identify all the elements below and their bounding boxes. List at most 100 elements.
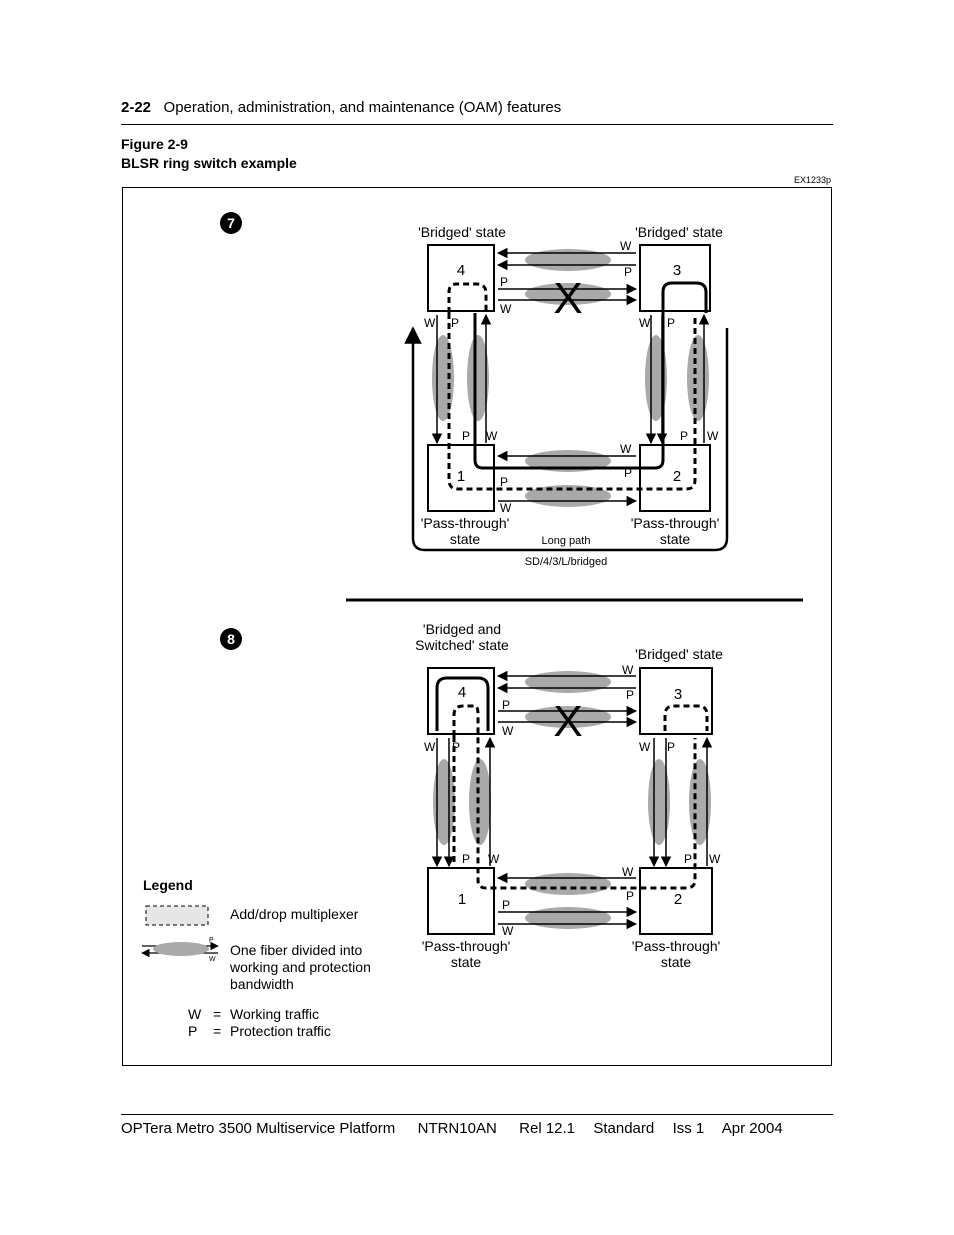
state-label-1-line1: 'Pass-through' — [421, 515, 510, 531]
legend-p-eq: = — [213, 1023, 221, 1039]
state-label-2-line1: 'Pass-through' — [631, 515, 720, 531]
svg-text:P: P — [209, 937, 214, 944]
state-label-1-line2: state — [451, 954, 482, 970]
step-badge-7: 7 — [220, 212, 242, 234]
svg-text:1: 1 — [458, 891, 466, 908]
adm-node-1: 1 — [427, 444, 495, 512]
svg-text:W: W — [622, 663, 634, 677]
svg-text:P: P — [500, 475, 508, 489]
section-title: Operation, administration, and maintenan… — [163, 99, 562, 116]
diagram-8: 8 'Bridged and Switched' state 'Bridged'… — [220, 621, 723, 970]
span-4-3 — [496, 670, 638, 728]
span-3-2 — [648, 736, 713, 868]
svg-text:W: W — [620, 239, 632, 253]
svg-text:8: 8 — [227, 631, 235, 647]
state-label-1-line1: 'Pass-through' — [422, 938, 511, 954]
svg-text:W: W — [424, 740, 436, 754]
legend-p-symbol: P — [188, 1023, 197, 1039]
svg-text:3: 3 — [673, 262, 681, 279]
svg-text:W: W — [486, 429, 498, 443]
svg-text:W: W — [709, 852, 721, 866]
svg-text:W: W — [639, 316, 651, 330]
svg-text:P: P — [667, 740, 675, 754]
span-4-1 — [431, 313, 492, 445]
state-label-2-line1: 'Pass-through' — [632, 938, 721, 954]
step-badge-8: 8 — [220, 628, 242, 650]
state-label-4-line2: Switched' state — [415, 637, 509, 653]
state-label-2-line2: state — [661, 954, 692, 970]
svg-text:P: P — [624, 466, 632, 480]
legend-w-text: Working traffic — [230, 1006, 319, 1022]
svg-text:P: P — [624, 265, 632, 279]
adm-node-3: 3 — [639, 244, 711, 312]
svg-text:7: 7 — [227, 215, 235, 231]
footer-rule — [121, 1114, 833, 1115]
svg-text:W: W — [622, 865, 634, 879]
page-number: 2-22 — [121, 99, 152, 116]
svg-text:W: W — [620, 442, 632, 456]
footer-doc-number: NTRN10AN — [417, 1120, 497, 1137]
svg-text:W: W — [500, 302, 512, 316]
adm-node-3: 3 — [639, 667, 713, 735]
protection-path-dashed — [452, 704, 709, 890]
fiber-cut-mark: X — [553, 274, 582, 323]
svg-text:P: P — [680, 429, 688, 443]
svg-text:1: 1 — [457, 468, 465, 485]
figure-frame — [122, 187, 832, 1066]
svg-text:4: 4 — [458, 684, 466, 701]
svg-text:3: 3 — [674, 686, 682, 703]
wp-labels: W P P W W P W P P W P W W P P W — [424, 663, 721, 938]
span-4-1 — [431, 736, 496, 868]
legend-adm-label: Add/drop multiplexer — [230, 906, 359, 922]
adm-node-2: 2 — [639, 867, 713, 935]
svg-text:P: P — [462, 852, 470, 866]
route-label: SD/4/3/L/bridged — [525, 556, 608, 568]
legend-title: Legend — [143, 877, 193, 893]
svg-text:W: W — [707, 429, 719, 443]
long-path-label: Long path — [542, 535, 591, 547]
adm-node-2: 2 — [639, 444, 711, 512]
legend-p-text: Protection traffic — [230, 1023, 331, 1039]
footer-release: Rel 12.1 — [519, 1120, 576, 1137]
figure-code: EX1233p — [794, 175, 832, 185]
state-label-4-line1: 'Bridged and — [423, 621, 501, 637]
svg-text:P: P — [451, 316, 459, 330]
span-1-2 — [496, 872, 638, 930]
legend-fiber-line2: working and protection — [229, 959, 371, 975]
state-label-2-line2: state — [660, 531, 691, 547]
svg-text:W: W — [424, 316, 436, 330]
page-header: 2-22 Operation, administration, and main… — [121, 99, 561, 116]
svg-text:W: W — [639, 740, 651, 754]
state-label-3: 'Bridged' state — [635, 224, 723, 240]
footer-date: Apr 2004 — [721, 1120, 783, 1137]
fiber-swatch: P W — [141, 937, 219, 963]
svg-text:P: P — [626, 889, 634, 903]
svg-text:2: 2 — [673, 468, 681, 485]
working-path-solid — [473, 281, 708, 470]
svg-text:W: W — [488, 852, 500, 866]
svg-text:P: P — [462, 429, 470, 443]
svg-text:P: P — [684, 852, 692, 866]
working-path-solid — [435, 676, 490, 731]
figure-title: BLSR ring switch example — [121, 155, 297, 171]
footer-issue: Iss 1 — [672, 1120, 705, 1137]
svg-text:P: P — [500, 275, 508, 289]
adm-swatch — [145, 905, 209, 926]
svg-text:W: W — [502, 724, 514, 738]
svg-text:2: 2 — [674, 891, 682, 908]
svg-text:P: P — [667, 316, 675, 330]
state-label-3: 'Bridged' state — [635, 646, 723, 662]
svg-text:P: P — [502, 898, 510, 912]
legend-fiber-line3: bandwidth — [230, 976, 294, 992]
legend-w-symbol: W — [188, 1006, 202, 1022]
legend-w-eq: = — [213, 1006, 221, 1022]
svg-text:W: W — [500, 501, 512, 515]
span-1-2 — [496, 450, 638, 507]
figure-number: Figure 2-9 — [121, 136, 188, 152]
footer-status: Standard — [593, 1120, 655, 1137]
wp-labels: W P P W W P W P P W P W W P P W — [424, 239, 719, 515]
svg-text:P: P — [626, 688, 634, 702]
svg-text:W: W — [209, 956, 216, 963]
adm-node-1: 1 — [427, 867, 495, 935]
